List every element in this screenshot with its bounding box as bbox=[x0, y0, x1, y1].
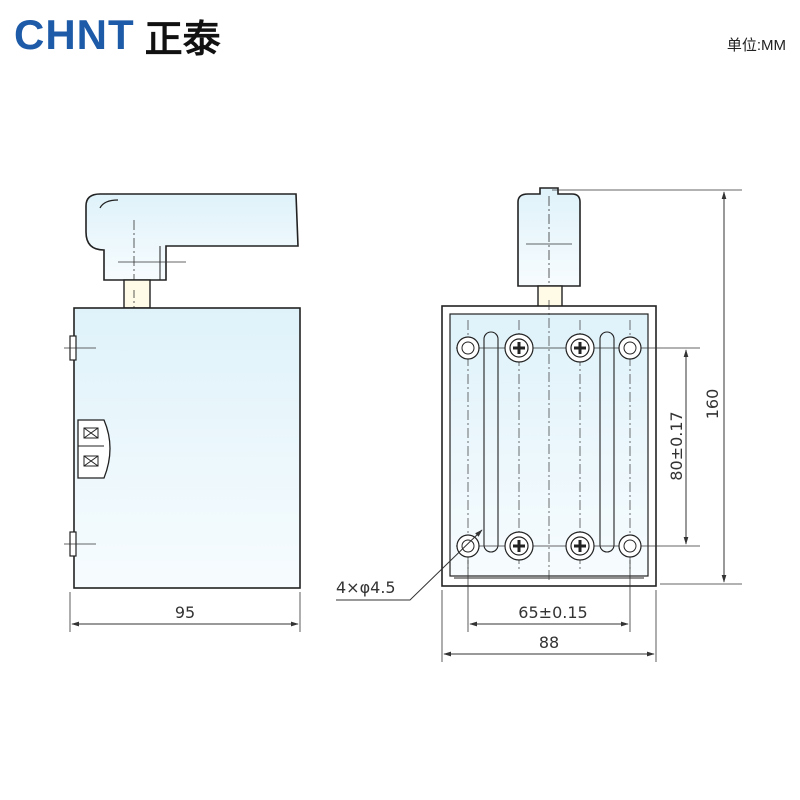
screw-icon bbox=[504, 531, 534, 561]
mounting-hole bbox=[618, 534, 642, 558]
mounting-hole bbox=[456, 336, 480, 360]
mount-height-label: 80±0.17 bbox=[667, 411, 686, 480]
screw-icon bbox=[565, 531, 595, 561]
unit-label: 单位:MM bbox=[726, 37, 786, 54]
front-knob bbox=[517, 187, 581, 292]
mounting-hole bbox=[618, 336, 642, 360]
side-terminal-clamp bbox=[77, 419, 111, 479]
brand-latin-text: CHNT bbox=[14, 11, 135, 58]
brand-chinese-text: 正泰 bbox=[144, 16, 221, 61]
screw-icon bbox=[504, 333, 534, 363]
side-handle bbox=[85, 193, 299, 281]
side-body bbox=[73, 307, 301, 589]
chnt-logo: CHNT 正泰 bbox=[14, 10, 221, 61]
mounting-holes bbox=[456, 336, 642, 558]
hole-leader-line bbox=[336, 529, 483, 601]
mount-width-label: 65±0.15 bbox=[518, 603, 587, 622]
hole-label: 4×φ4.5 bbox=[336, 578, 396, 597]
mounting-hole bbox=[456, 534, 480, 558]
width-label: 88 bbox=[539, 633, 559, 652]
height-label: 160 bbox=[703, 389, 722, 420]
side-shaft bbox=[123, 279, 151, 309]
side-width-label: 95 bbox=[175, 603, 195, 622]
front-shaft bbox=[537, 285, 563, 309]
terminal-screws bbox=[504, 333, 595, 561]
screw-icon bbox=[565, 333, 595, 363]
front-view: 160 80±0.17 65±0.15 88 4×φ4.5 bbox=[336, 187, 742, 662]
side-view: 95 bbox=[64, 193, 301, 632]
